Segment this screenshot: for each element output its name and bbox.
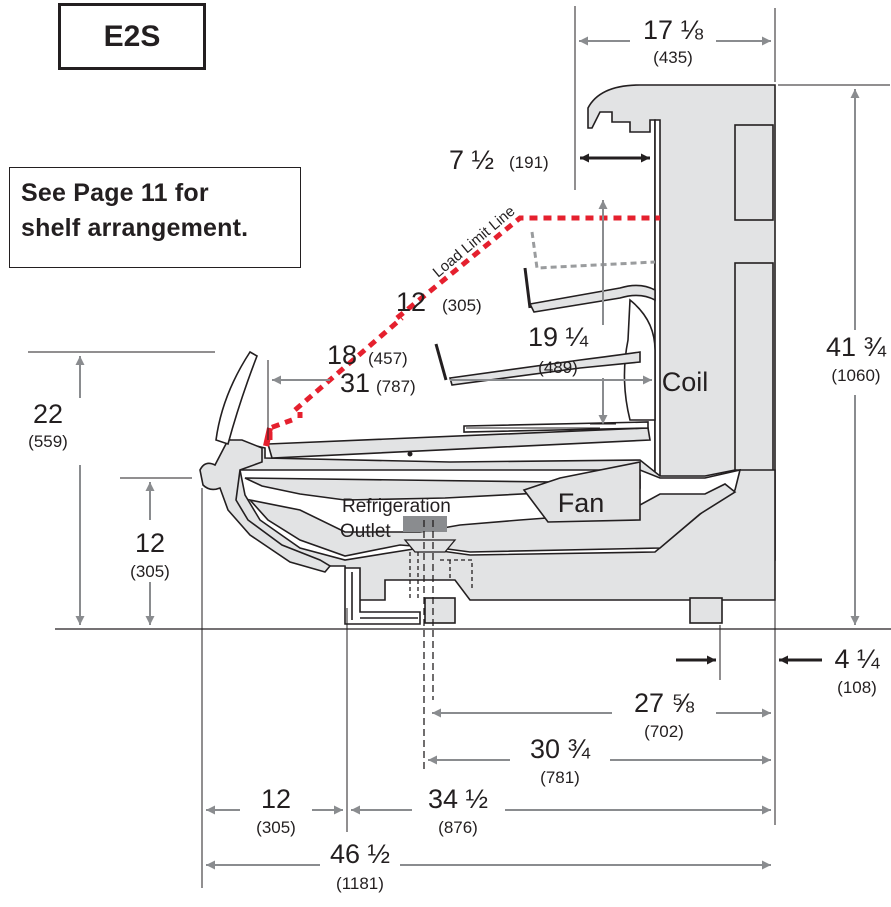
outlet-label: Outlet <box>340 521 391 542</box>
drain-assembly <box>403 516 473 770</box>
dim-leg-span: 27 ⅝ <box>634 688 695 718</box>
lower-shelf <box>434 343 641 386</box>
dimension-lines <box>28 6 890 888</box>
black-dimension-arrows <box>580 153 822 665</box>
dim-bumper-height: 12 <box>135 528 165 558</box>
dim-base-depth: 34 ½ <box>428 784 488 814</box>
dim-front-overhang: 12 <box>261 784 291 814</box>
dim-shelf-upper: 12 <box>396 287 426 317</box>
shelf-note: See Page 11 for shelf arrangement. <box>9 167 301 268</box>
dim-bumper-height-mm: (305) <box>130 562 170 581</box>
dim-leg-span-mm: (702) <box>644 722 684 741</box>
dim-front-height-mm: (559) <box>28 432 68 451</box>
load-limit-line <box>267 215 660 440</box>
dim-base-depth-mm: (876) <box>438 818 478 837</box>
dim-shelf-lower: 18 <box>327 340 357 370</box>
dim-top-width-mm: (435) <box>653 48 693 67</box>
fan-label: Fan <box>558 488 605 518</box>
model-title: E2S <box>58 3 206 70</box>
dim-overall-depth-mm: (1181) <box>336 874 384 893</box>
dim-overall-height-mm: (1060) <box>831 366 880 385</box>
refrigeration-label: Refrigeration <box>342 496 451 517</box>
dim-front-overhang-mm: (305) <box>256 818 296 837</box>
dim-deck-depth-mm: (787) <box>376 377 416 396</box>
dim-drain-span-mm: (781) <box>540 768 580 787</box>
dim-overall-depth: 46 ½ <box>330 839 390 869</box>
upper-shelf <box>523 267 656 313</box>
dim-shelf-height: 19 ¼ <box>528 322 589 352</box>
pivot-dot <box>407 451 413 457</box>
dim-deck-depth: 31 <box>340 368 370 398</box>
shelf-note-line2: shelf arrangement. <box>21 214 249 242</box>
dim-shelf-upper-mm: (305) <box>442 296 482 315</box>
dim-shelf-height-mm: (489) <box>538 358 578 377</box>
dim-front-height: 22 <box>33 399 63 429</box>
dim-drain-span: 30 ¾ <box>530 734 591 764</box>
load-limit-label: Load Limit Line <box>430 203 519 281</box>
dim-rear-offset: 4 ¼ <box>834 644 880 674</box>
dim-shelf-lower-mm: (457) <box>368 349 408 368</box>
dim-rear-offset-mm: (108) <box>837 678 877 697</box>
dim-canopy-mm: (191) <box>509 153 549 172</box>
dim-overall-height: 41 ¾ <box>826 332 887 362</box>
dim-canopy: 7 ½ <box>449 145 494 175</box>
shelf-note-line1: See Page 11 for <box>21 179 209 207</box>
coil-label: Coil <box>662 367 709 397</box>
alt-shelf-position <box>530 231 656 270</box>
dim-top-width: 17 ⅛ <box>643 15 704 45</box>
